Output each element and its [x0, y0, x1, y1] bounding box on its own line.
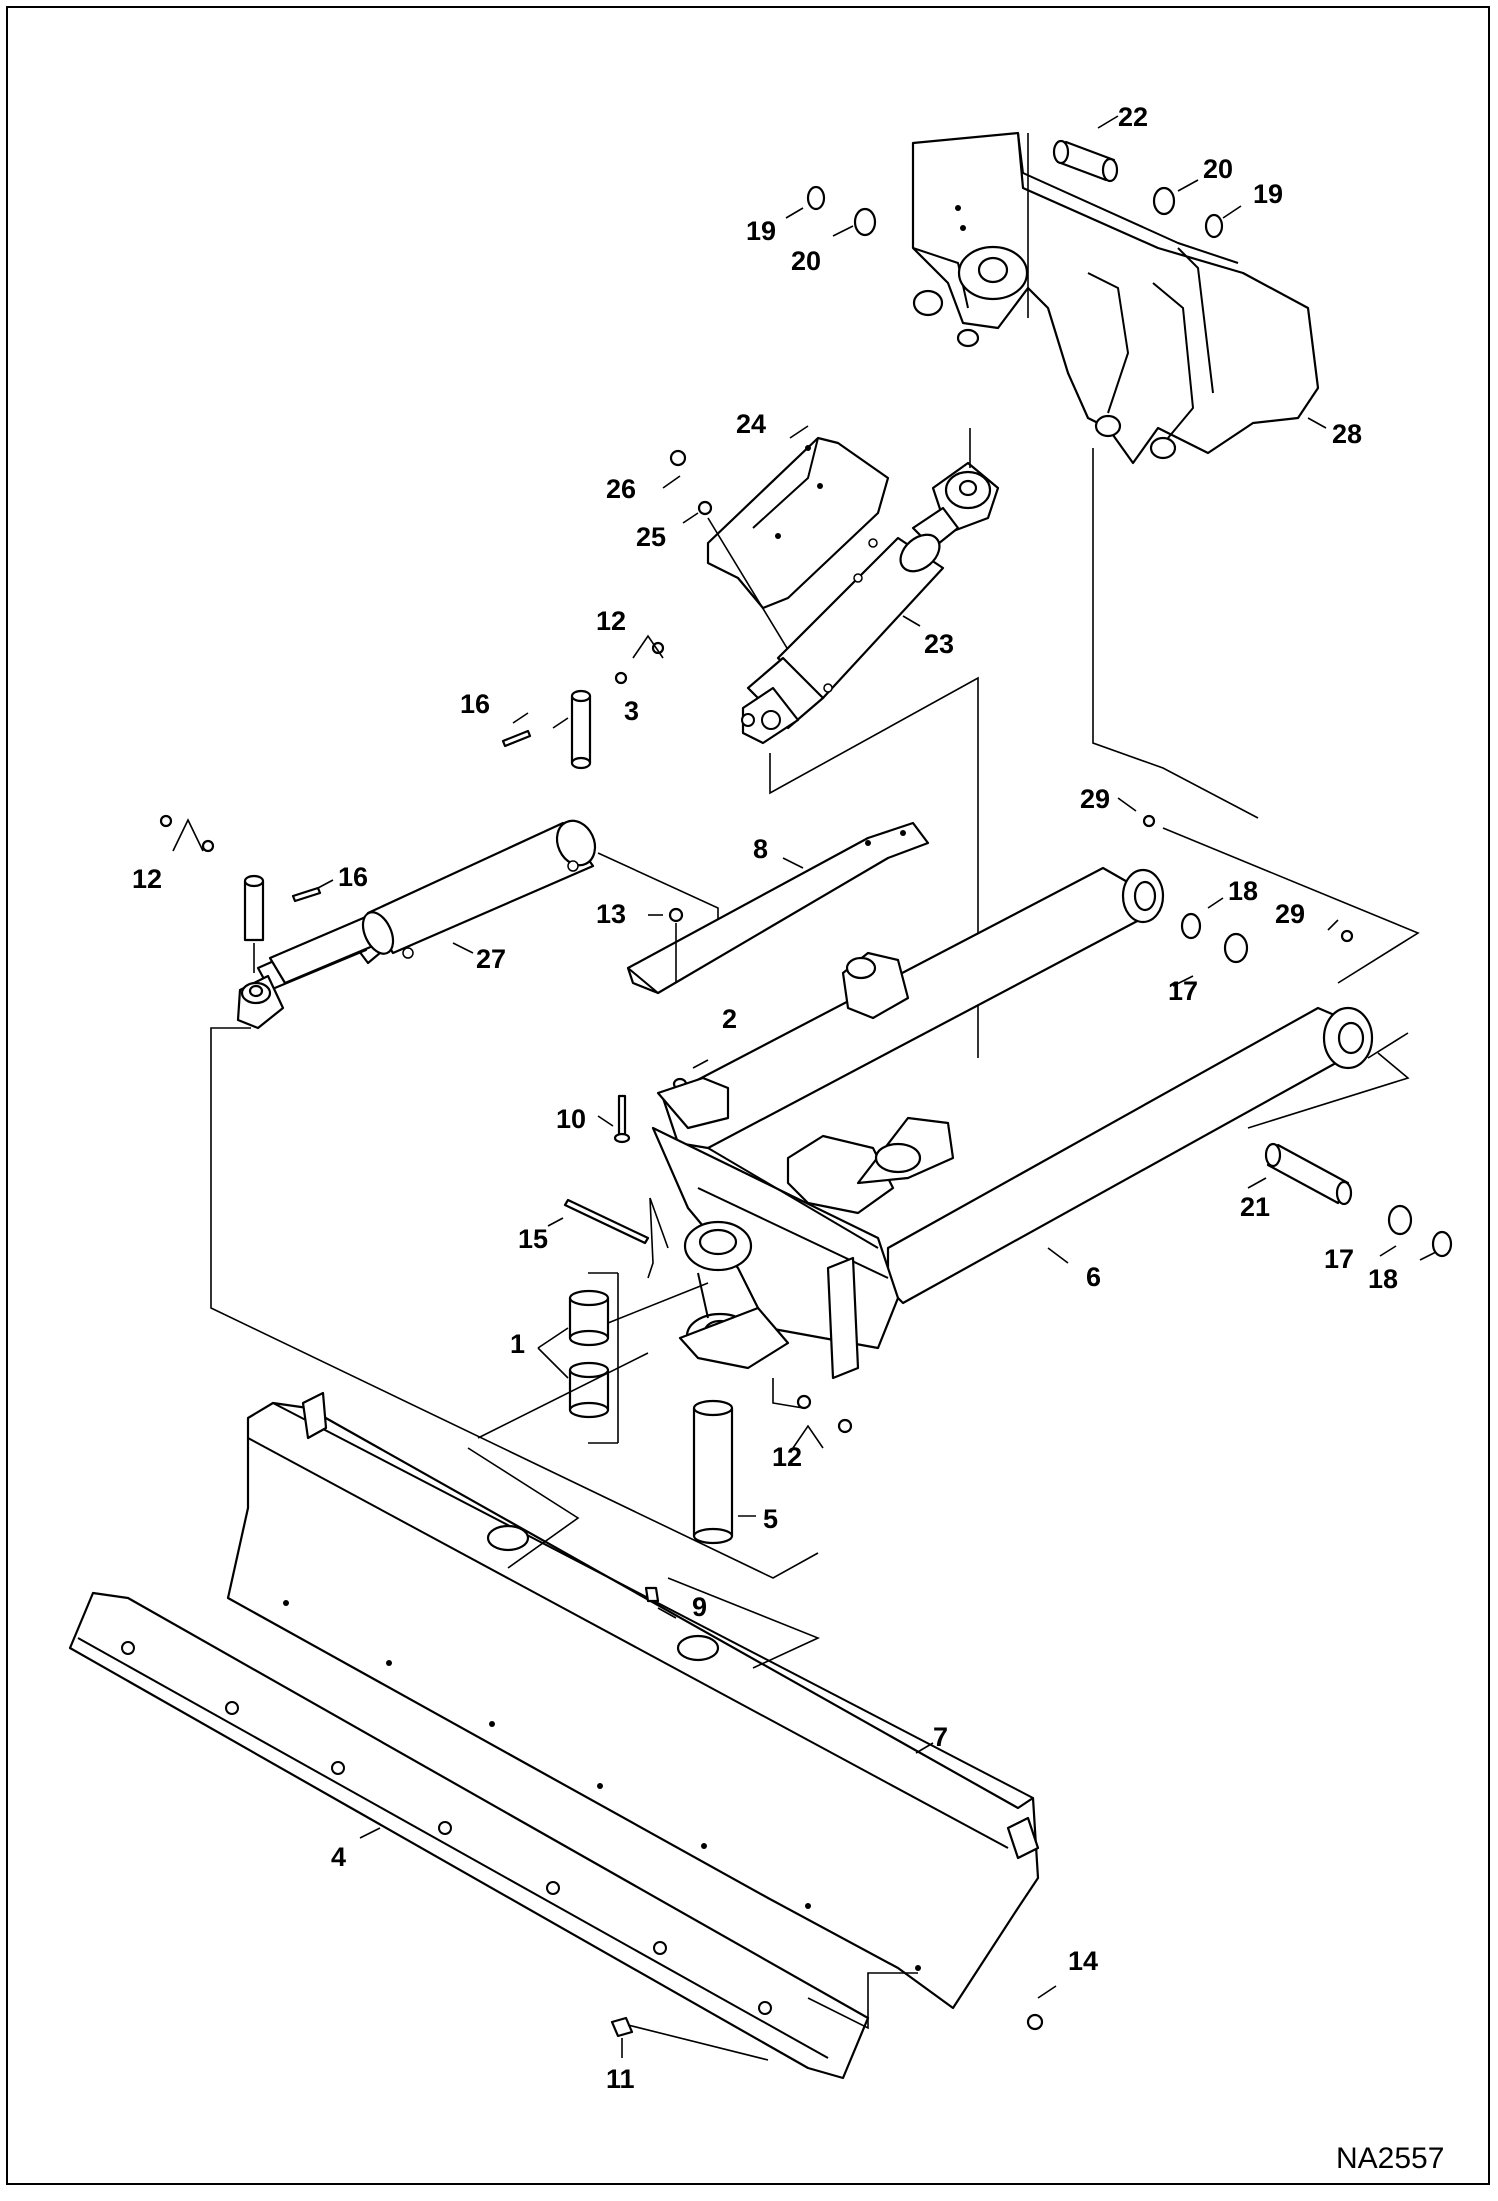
callout-10: 10: [556, 1104, 586, 1134]
washer-25: [697, 500, 713, 516]
nut-13: [668, 907, 684, 923]
washer-12-lower: [837, 1418, 853, 1434]
callout-labels: 22 20 19 19 20 28 24 26 25 23 12 16 3 12…: [132, 102, 1444, 2175]
callout-12-lower: 12: [772, 1442, 802, 1472]
callout-12-top: 12: [596, 606, 626, 636]
callout-19-right: 19: [1253, 179, 1283, 209]
bolt-16-top: [501, 729, 532, 748]
bolt-10: [617, 1094, 627, 1138]
pin-16-left: [243, 874, 265, 942]
callout-12-left: 12: [132, 864, 162, 894]
ring-19-left: [806, 185, 826, 211]
callout-22: 22: [1118, 102, 1148, 132]
callout-2: 2: [722, 1004, 737, 1034]
lift-cylinder-23: [741, 461, 1000, 745]
pivot-pin-5: [692, 1399, 734, 1545]
washer-12-top: [651, 641, 665, 655]
zerk-29-right: [1340, 929, 1354, 943]
bolt-16-left: [291, 886, 322, 903]
leader-ticks: [317, 115, 1437, 2058]
ring-18-lower: [1431, 1230, 1453, 1258]
exploded-parts-diagram: 22 20 19 19 20 28 24 26 25 23 12 16 3 12…: [68, 102, 1453, 2175]
callout-28: 28: [1332, 419, 1362, 449]
callout-16-top: 16: [460, 689, 490, 719]
callout-29-right: 29: [1275, 899, 1305, 929]
callout-20-right: 20: [1203, 154, 1233, 184]
angle-cylinder-27: [236, 819, 597, 1030]
bushing-1-lower: [568, 1361, 610, 1419]
bolt-15: [563, 1198, 650, 1245]
callout-4: 4: [331, 1842, 346, 1872]
callout-29-left: 29: [1080, 784, 1110, 814]
callout-23: 23: [924, 629, 954, 659]
washer-17-lower: [1387, 1204, 1413, 1236]
mounting-frame-28: [911, 131, 1320, 465]
callout-17-upper: 17: [1168, 976, 1198, 1006]
callout-24: 24: [736, 409, 766, 439]
callout-21: 21: [1240, 1192, 1270, 1222]
callout-11: 11: [606, 2064, 635, 2094]
bushing-1-upper: [568, 1289, 610, 1347]
callout-27: 27: [476, 944, 506, 974]
callout-9: 9: [692, 1592, 707, 1622]
pin-21: [1264, 1142, 1353, 1206]
callout-7: 7: [933, 1722, 948, 1752]
pin-22: [1052, 139, 1119, 183]
callout-17-lower: 17: [1324, 1244, 1354, 1274]
ring-18-upper: [1180, 912, 1202, 940]
callout-26: 26: [606, 474, 636, 504]
ring-19-right: [1204, 213, 1224, 239]
diagram-frame: 22 20 19 19 20 28 24 26 25 23 12 16 3 12…: [6, 6, 1490, 2185]
washer-20-right: [1152, 186, 1176, 216]
drawing-code: NA2557: [1336, 2142, 1444, 2175]
callout-3: 3: [624, 696, 639, 726]
pin-3: [570, 689, 592, 770]
callout-8: 8: [753, 834, 768, 864]
nut-12-lower: [796, 1394, 812, 1410]
shield-plate-8: [626, 821, 930, 995]
callout-25: 25: [636, 522, 666, 552]
washer-17-upper: [1223, 932, 1249, 964]
bolt-10-head: [613, 1132, 631, 1144]
blade-frame-6: [651, 866, 1374, 1380]
callout-1: 1: [510, 1329, 525, 1359]
bolt-9: [644, 1586, 660, 1603]
zerk-29-left: [1142, 814, 1156, 828]
callout-16-left: 16: [338, 862, 368, 892]
callout-18-upper: 18: [1228, 876, 1258, 906]
callout-14: 14: [1068, 1946, 1098, 1976]
callout-18-lower: 18: [1368, 1264, 1398, 1294]
nut-26: [669, 449, 687, 467]
nut-12-left: [159, 814, 173, 828]
bolt-11: [610, 2016, 634, 2038]
nut-14: [1026, 2013, 1044, 2031]
cylinder-guard-24: [706, 436, 890, 610]
callout-15: 15: [518, 1224, 548, 1254]
nut-12-top: [614, 671, 628, 685]
callout-6: 6: [1086, 1262, 1101, 1292]
washer-12-left: [201, 839, 215, 853]
callout-20-left: 20: [791, 246, 821, 276]
callout-13: 13: [596, 899, 626, 929]
washer-20-left: [853, 207, 877, 237]
callout-5: 5: [763, 1504, 778, 1534]
callout-19-left: 19: [746, 216, 776, 246]
